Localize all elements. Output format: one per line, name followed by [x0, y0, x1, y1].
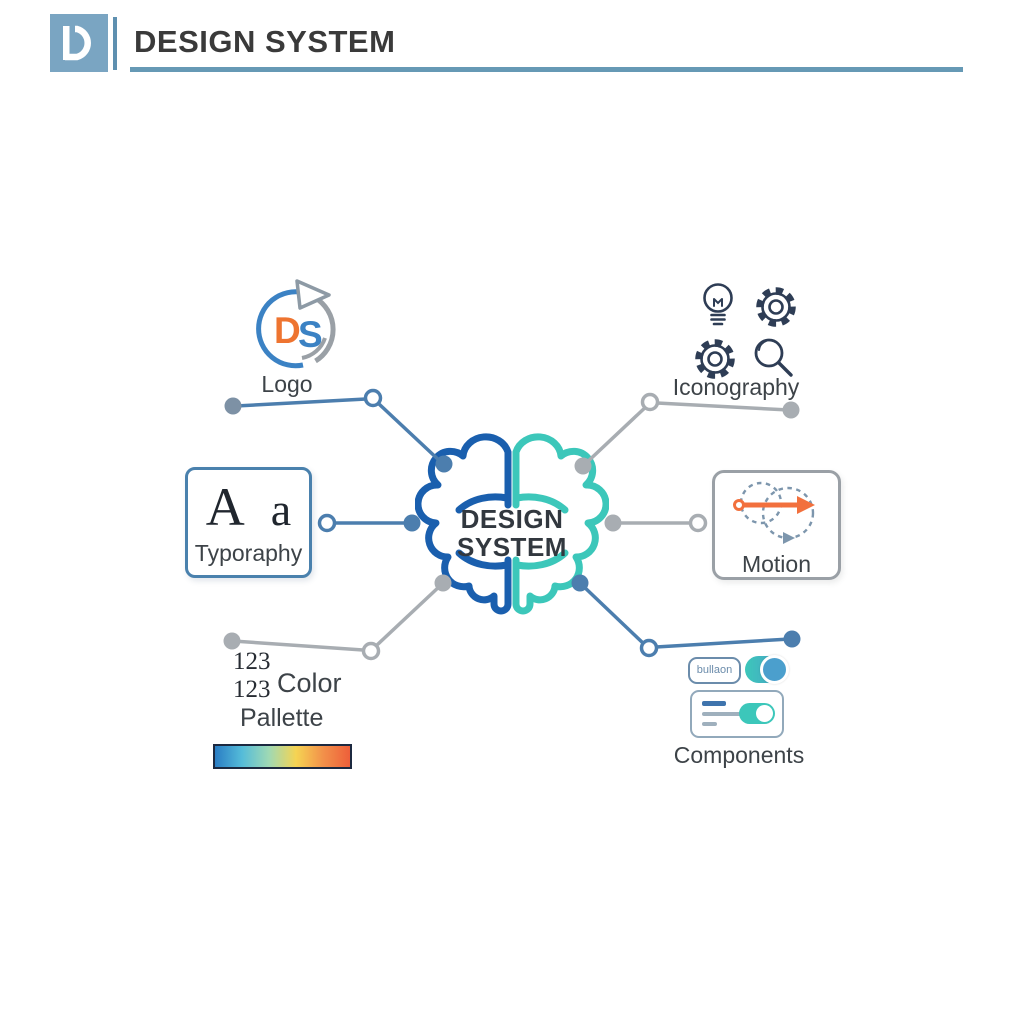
components-connector-end-dot [783, 630, 801, 648]
brain-title: DESIGN SYSTEM [432, 505, 592, 561]
toggle-knob [760, 655, 789, 684]
header-logo-d-icon [63, 25, 91, 61]
sample-card-toggle-switch [739, 703, 775, 724]
typography-sample-large: A [205, 477, 245, 537]
components-node-label: Components [673, 742, 805, 768]
logo-node-label: Logo [261, 371, 313, 397]
typography-connector-node-circle [317, 513, 337, 533]
gear-icon [695, 339, 735, 379]
ds-logo-icon: D S [256, 279, 336, 369]
motion-connector-brain-dot [604, 514, 622, 532]
components-connector-node-circle [639, 638, 659, 658]
motion-node-box: Motion [712, 470, 841, 580]
magnifying-glass-icon [754, 338, 793, 377]
header-logo [50, 14, 108, 72]
iconography-connector-end-dot [782, 401, 800, 419]
header-underline [130, 67, 963, 72]
brain-title-line1: DESIGN [460, 504, 564, 534]
brain-icon [415, 433, 609, 615]
typography-sample-small: a [270, 484, 292, 535]
components-connector [579, 582, 791, 649]
lightbulb-icon [703, 283, 733, 326]
motion-connector-node-circle [688, 513, 708, 533]
motion-node-label: Motion [741, 551, 812, 577]
gradient-bar [213, 744, 352, 769]
typography-connector-brain-dot [403, 514, 421, 532]
sample-button: bullaon [688, 657, 741, 684]
header-divider [113, 17, 117, 70]
card-text-placeholder-line [702, 722, 717, 726]
color-palette-label-word1: Color [277, 668, 342, 698]
color-palette-connector [232, 583, 443, 652]
logo-connector-end-dot [224, 397, 242, 415]
ds-monogram-d: D [274, 310, 301, 351]
logo-connector [235, 397, 444, 465]
ds-monogram-s: S [298, 314, 323, 355]
iconography-connector-brain-dot [574, 457, 592, 475]
brain-left-half [415, 433, 512, 615]
components-connector-brain-dot [571, 574, 589, 592]
gear-icon [756, 287, 796, 327]
color-palette-number-top: 123 [233, 648, 271, 675]
iconography-connector-node-circle [640, 392, 660, 412]
toggle-knob [756, 705, 773, 722]
page-title: DESIGN SYSTEM [134, 24, 396, 59]
typography-node-label: Typoraphy [194, 540, 303, 566]
sample-toggle-switch [745, 655, 789, 684]
brain-right-half [512, 433, 609, 615]
color-palette-connector-node-circle [361, 641, 381, 661]
color-palette-connector-brain-dot [434, 574, 452, 592]
motion-arrows-icon [732, 481, 815, 544]
brain-title-line2: SYSTEM [457, 532, 567, 563]
color-palette-label-word2: Pallette [240, 704, 324, 732]
sample-card [690, 690, 784, 738]
color-palette-number-bottom: 123 [233, 676, 271, 703]
logo-connector-node-circle [363, 388, 383, 408]
card-text-placeholder-line [702, 701, 726, 706]
logo-connector-brain-dot [435, 455, 453, 473]
iconography-connector [581, 401, 790, 468]
iconography-node-label: Iconography [672, 374, 800, 400]
card-text-placeholder-line [702, 712, 744, 716]
color-palette-connector-end-dot [223, 632, 241, 650]
